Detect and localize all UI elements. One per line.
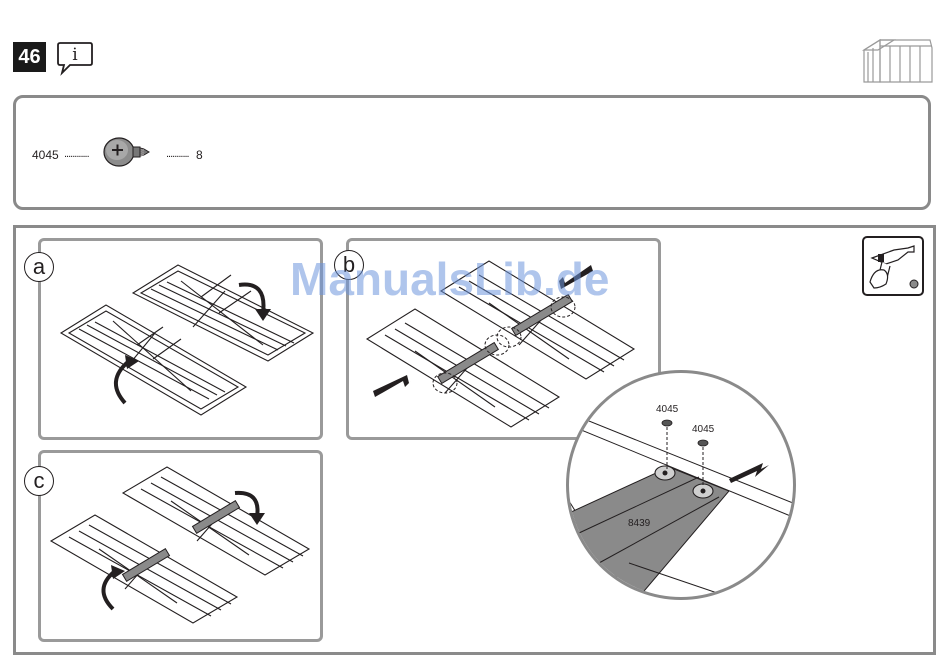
info-speech-bubble-icon: i	[56, 40, 94, 76]
screw-callout: 4045	[656, 404, 678, 415]
detail-magnifier	[566, 370, 796, 600]
leader-dots: ...........	[166, 148, 189, 160]
step-label-a: a	[24, 252, 54, 282]
bar-callout: 8439	[628, 518, 650, 529]
screw-icon	[102, 135, 152, 169]
parts-list-box: 4045 ............ ........... 8	[13, 95, 931, 210]
info-symbol: i	[72, 45, 78, 65]
screw-callout: 4045	[692, 424, 714, 435]
panel-c	[38, 450, 323, 642]
part-quantity: 8	[196, 148, 203, 162]
shed-icon	[860, 36, 935, 86]
watermark: ManualsLib.de	[290, 252, 609, 306]
panel-a	[38, 238, 323, 440]
power-drill-icon	[862, 236, 924, 296]
leader-dots: ............	[64, 148, 89, 160]
part-code: 4045	[32, 148, 59, 162]
step-number: 46	[13, 42, 46, 72]
step-label-c: c	[24, 466, 54, 496]
